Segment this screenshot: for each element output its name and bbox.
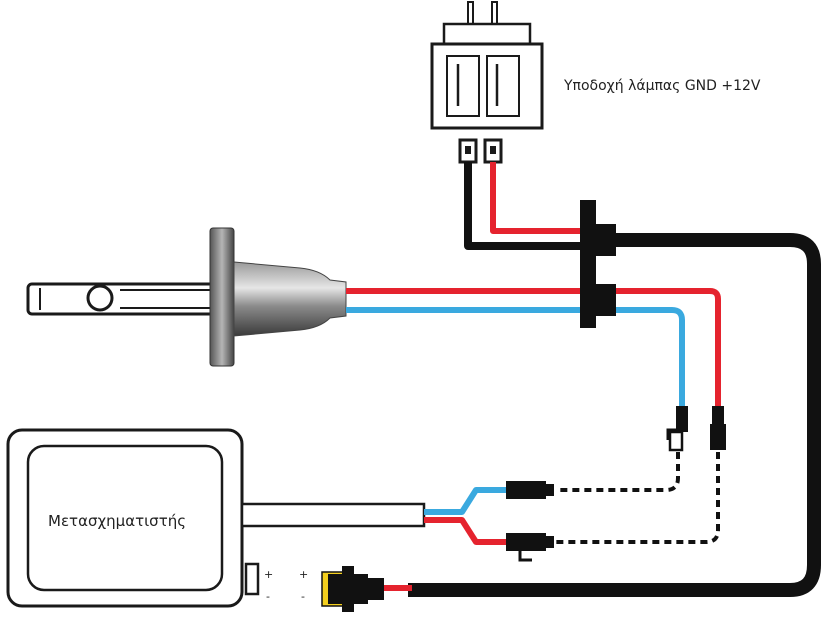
transformer-plus-sign: + — [264, 568, 274, 581]
main-black-harness — [408, 233, 821, 597]
dashed-blue-connection — [556, 452, 680, 492]
transformer-output-cable — [240, 502, 426, 528]
bulb-blue-wire — [346, 307, 685, 408]
connector-minus-sign: - — [301, 590, 305, 603]
transformer-blue-wire — [424, 487, 510, 515]
socket-positive-wire — [490, 162, 590, 234]
lamp-socket — [430, 1, 544, 164]
harness-clip-lower — [590, 284, 616, 316]
transformer-blue-connector — [506, 481, 554, 499]
transformer-red-wire — [424, 517, 510, 545]
transformer-red-connector — [506, 533, 554, 562]
harness-clip-upper — [590, 224, 616, 256]
dashed-red-connection — [556, 452, 720, 544]
transformer-box — [6, 428, 260, 608]
connector-plus-sign: + — [299, 568, 309, 581]
transformer-minus-sign: - — [266, 590, 270, 603]
power-connector — [321, 566, 384, 612]
lamp-socket-label: Υποδοχή λάμπας GND +12V — [564, 78, 761, 94]
xenon-bulb — [26, 227, 347, 367]
transformer-label: Μετασχηματιστής — [48, 512, 187, 530]
bulb-blue-connector — [666, 406, 688, 452]
socket-ground-wire — [464, 162, 590, 250]
bulb-red-connector — [710, 406, 726, 450]
bulb-red-wire — [346, 288, 721, 408]
